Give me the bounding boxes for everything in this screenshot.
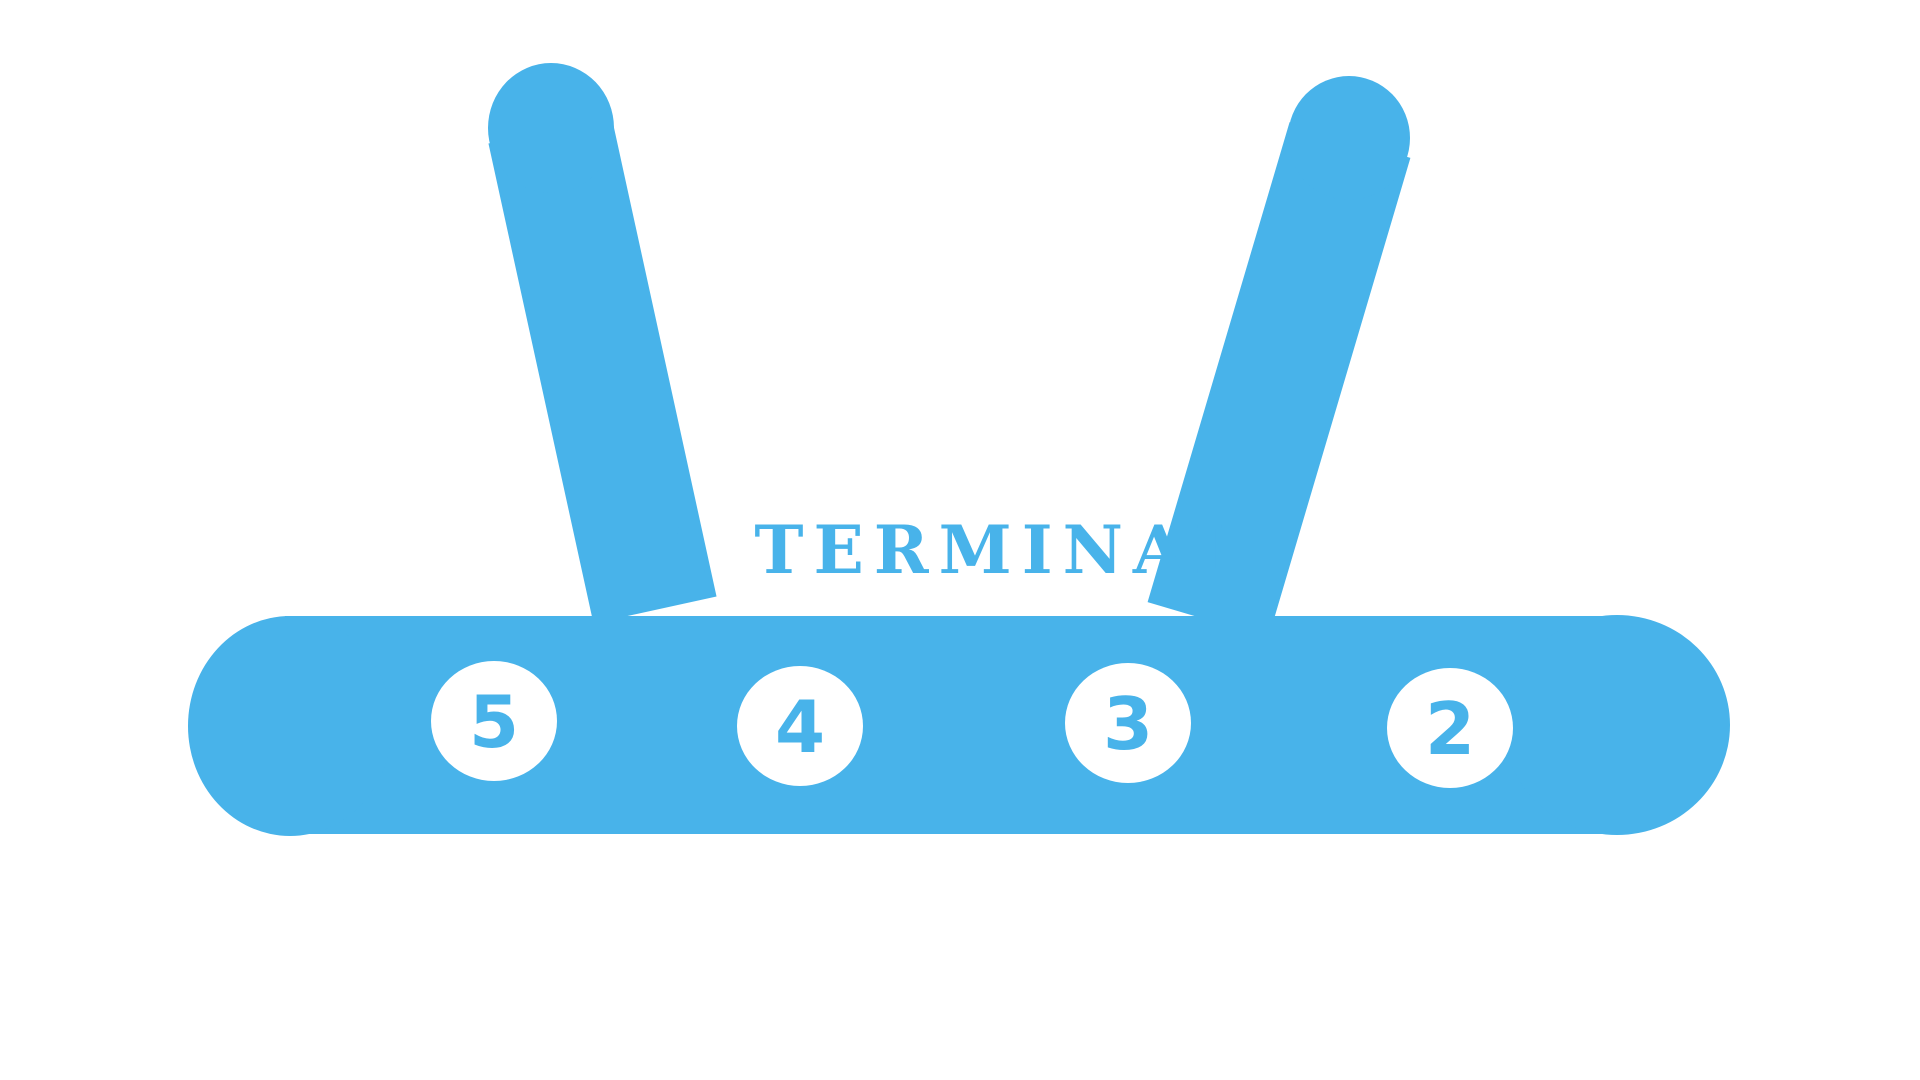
left-pier[interactable] [488,63,717,624]
left-pier-arm [488,116,717,624]
gate-2-number: 2 [1425,687,1475,771]
terminal-label: 1 TERMINAL [665,511,1250,589]
gate-3[interactable]: 3 [1065,663,1191,783]
left-pier-end [488,63,614,193]
concourse-left-cap [188,616,392,836]
gate-3-circle [1065,663,1191,783]
gate-2-circle [1387,668,1513,788]
gate-4-number: 4 [775,685,825,769]
gate-4[interactable]: 4 [737,666,863,786]
gate-4-circle [737,666,863,786]
right-pier-end [1288,76,1410,200]
gate-5-number: 5 [469,680,519,764]
right-pier-arm [1147,122,1411,638]
gate-5[interactable]: 5 [431,661,557,781]
concourse-right-cap [1504,615,1730,835]
gate-3-number: 3 [1103,682,1153,766]
gate-2[interactable]: 2 [1387,668,1513,788]
gate-5-circle [431,661,557,781]
right-pier[interactable] [1147,76,1411,638]
